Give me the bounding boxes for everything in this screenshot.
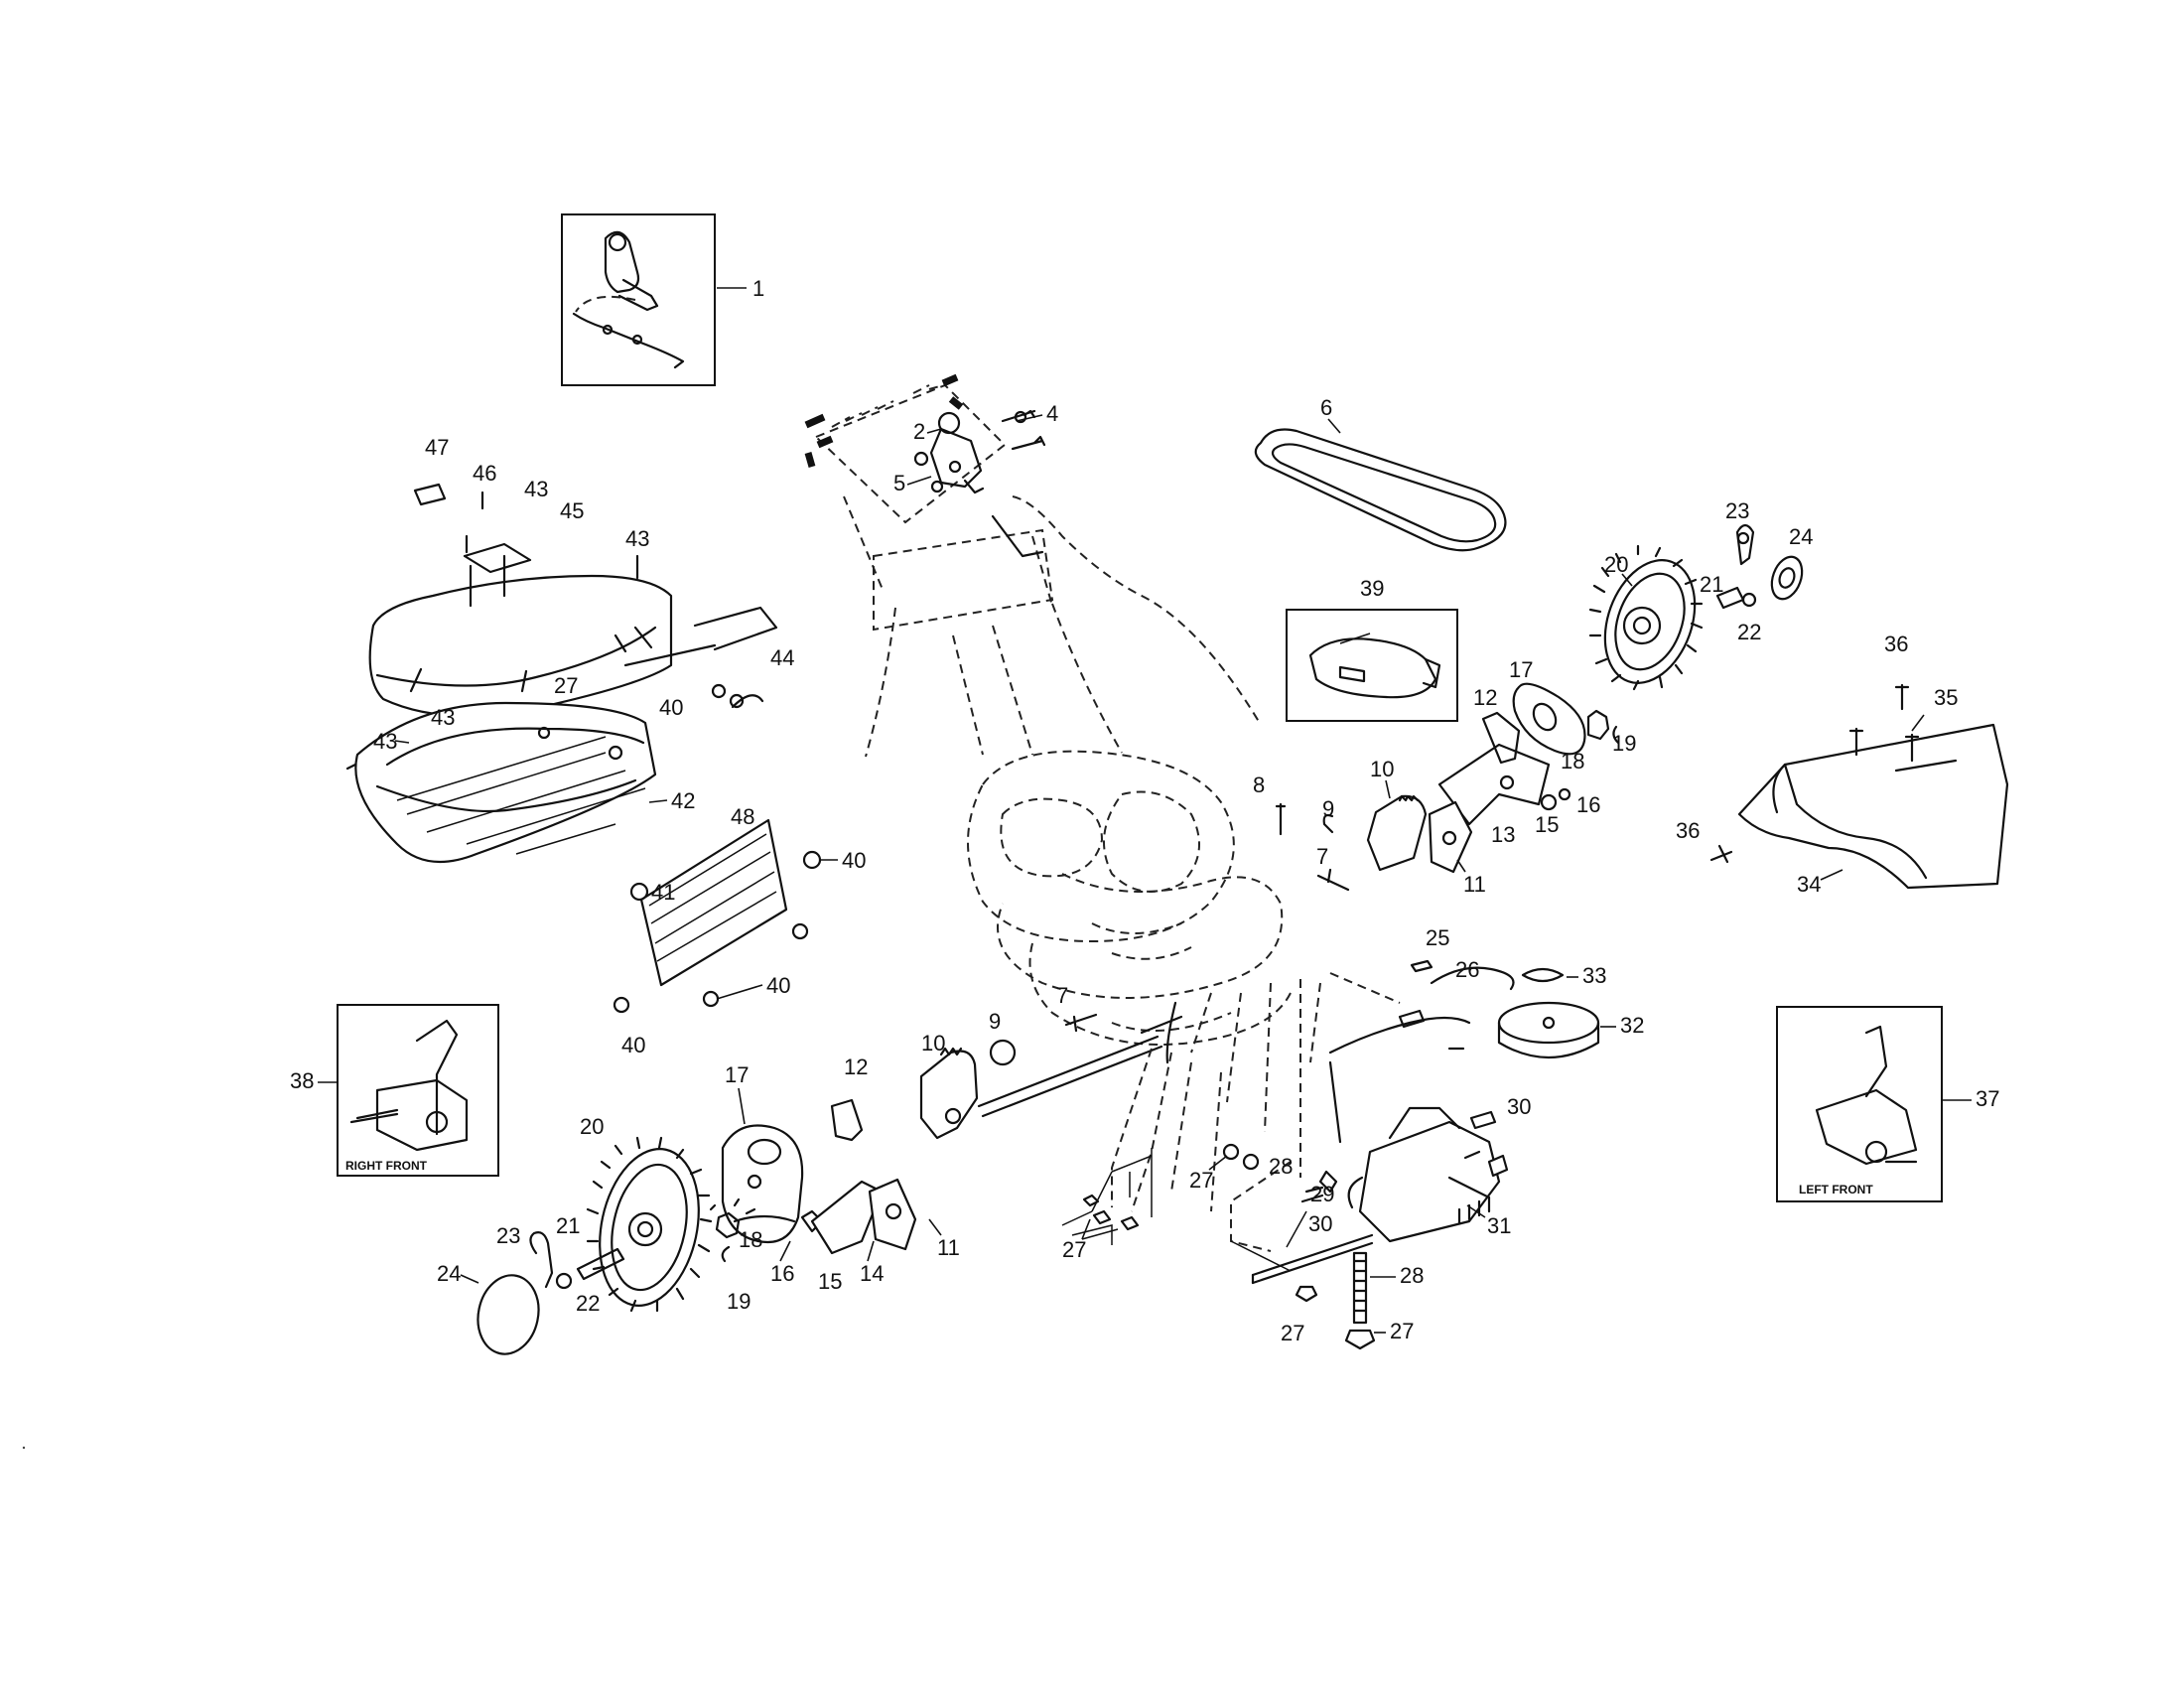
callout-20-left: 20 [1604,552,1628,577]
callout-32: 32 [1620,1013,1644,1038]
inset-left-front: LEFT FRONT [1776,1006,1943,1202]
rear-wheel-left [1588,544,1704,691]
front-axle-and-linkage [977,979,1301,1245]
callout-12-left: 12 [1473,685,1497,710]
caption-left-front: LEFT FRONT [1799,1183,1873,1196]
control-bracket [913,409,1046,558]
callout-26: 26 [1455,957,1479,982]
callout-27-bottom-a: 27 [1281,1321,1304,1345]
callout-27-bag: 27 [554,673,578,698]
callout-5: 5 [893,471,905,495]
transmission-assembly [1230,959,1515,1350]
callout-13: 13 [1491,822,1515,847]
engine-phantom [967,750,1292,1046]
callout-28-bottom: 28 [1400,1263,1424,1288]
callout-20-right: 20 [580,1114,604,1139]
inset-39-detail [1286,609,1458,722]
callout-30-top: 30 [1507,1094,1531,1119]
caption-right-front: RIGHT FRONT [345,1159,428,1173]
callout-41: 41 [651,880,675,905]
callout-36-top: 36 [1884,632,1908,656]
callout-40-right: 40 [842,848,866,873]
callout-9-left: 9 [1322,796,1334,821]
callout-43-left: 43 [373,729,397,754]
callout-23-right: 23 [496,1223,520,1248]
callout-45: 45 [560,498,584,523]
callout-11-right: 11 [937,1235,960,1260]
callout-43-top: 43 [524,477,548,501]
callout-40-lower-left: 40 [621,1033,645,1057]
callout-1: 1 [752,276,764,301]
callout-44: 44 [770,645,794,670]
callout-27-bottom-b: 27 [1390,1319,1414,1343]
pulley-and-clutch [1497,967,1600,1058]
callout-11-left: 11 [1463,872,1486,897]
callout-7-right: 7 [1056,983,1068,1008]
callout-35: 35 [1934,685,1958,710]
front-wheel-right [586,1136,713,1313]
callout-8: 8 [1253,773,1265,797]
callout-27-front-a: 27 [1189,1168,1213,1193]
callout-17-left: 17 [1509,657,1533,682]
callout-22-left: 22 [1737,620,1761,644]
callout-12-right: 12 [844,1055,868,1079]
callout-43-right: 43 [625,526,649,551]
callout-9-right: 9 [989,1009,1001,1034]
callout-16-right: 16 [770,1261,794,1286]
callout-6: 6 [1320,395,1332,420]
callout-17-right: 17 [725,1062,749,1087]
inset-throttle-control [561,213,716,386]
callout-21-right: 21 [556,1213,580,1238]
inset-right-front: RIGHT FRONT [337,1004,499,1177]
callout-34: 34 [1797,872,1821,897]
stray-dot [22,1446,26,1450]
callout-7-left: 7 [1316,844,1328,869]
callout-16-left: 16 [1576,792,1600,817]
front-hub-parts-right [477,1039,1017,1355]
callout-14: 14 [860,1261,884,1286]
callout-23-left: 23 [1725,498,1749,523]
callout-18-right: 18 [739,1227,762,1252]
callout-15-left: 15 [1535,812,1559,837]
callout-47: 47 [425,435,449,460]
callout-25: 25 [1426,925,1449,950]
callout-10-right: 10 [921,1031,945,1056]
callout-2: 2 [913,419,925,444]
grass-catcher [354,542,788,987]
grass-catcher-fasteners [345,483,822,1014]
left-drive-assembly [1322,682,1620,874]
callout-21-left: 21 [1700,572,1723,597]
callout-24-left: 24 [1789,524,1813,549]
rear-guard [1709,683,2009,890]
callout-19-right: 19 [727,1289,751,1314]
callout-36-side: 36 [1676,818,1700,843]
callout-18-left: 18 [1561,749,1584,774]
callout-15-right: 15 [818,1269,842,1294]
callout-40-bottom: 40 [766,973,790,998]
drive-belt [1254,428,1507,552]
callout-4: 4 [1046,401,1058,426]
callout-28-top: 28 [1269,1154,1293,1179]
callout-10-left: 10 [1370,757,1394,781]
callout-27-front-b: 27 [1062,1237,1086,1262]
callout-40-top: 40 [659,695,683,720]
callout-48: 48 [731,804,754,829]
callout-22-right: 22 [576,1291,600,1316]
callout-38: 38 [290,1068,314,1093]
callout-19-left: 19 [1612,731,1636,756]
callout-24-right: 24 [437,1261,461,1286]
callout-42: 42 [671,788,695,813]
handle-phantom [804,373,1262,758]
callout-37: 37 [1976,1086,1999,1111]
callout-43-mid: 43 [431,705,455,730]
hub-cap-and-fasteners-left [1715,523,1804,610]
callout-33: 33 [1582,963,1606,988]
callout-31: 31 [1487,1213,1511,1238]
callout-29: 29 [1310,1182,1334,1206]
callout-39: 39 [1360,576,1384,601]
callout-30-mid: 30 [1308,1211,1332,1236]
callout-46: 46 [473,461,496,486]
